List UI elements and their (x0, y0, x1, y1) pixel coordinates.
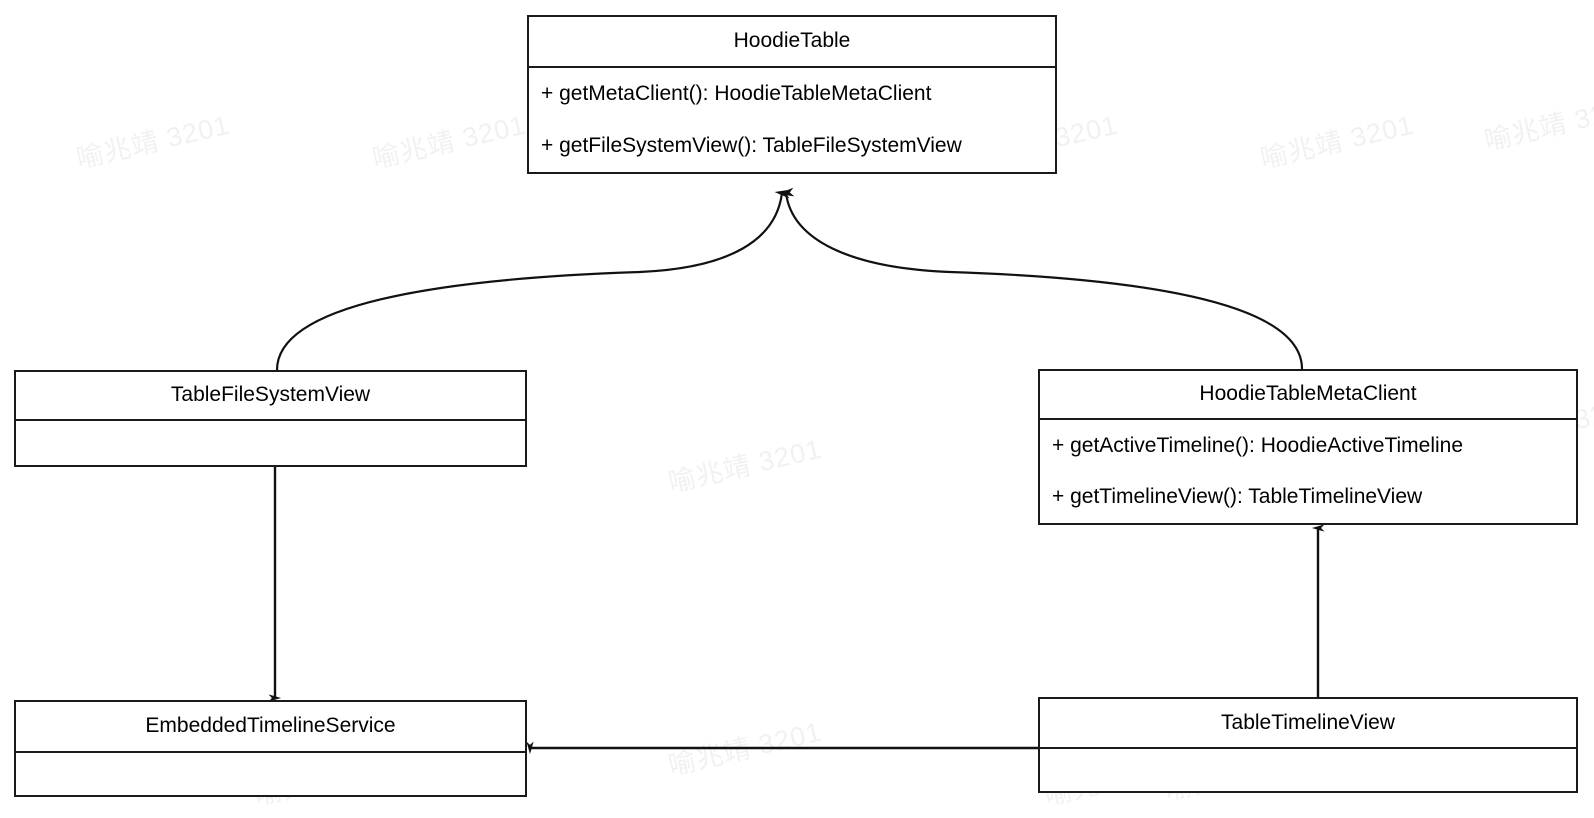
class-box-embeddedtimelineservice[interactable]: EmbeddedTimelineService (14, 700, 527, 797)
class-name-hoodietablemetaclient: HoodieTableMetaClient (1040, 371, 1576, 420)
class-member: + getFileSystemView(): TableFileSystemVi… (541, 133, 962, 157)
watermark-text: 喻兆靖 3201 (1257, 109, 1417, 175)
class-member: + getActiveTimeline(): HoodieActiveTimel… (1052, 433, 1464, 457)
class-box-tabletimelineview[interactable]: TableTimelineView (1038, 697, 1578, 793)
watermark-text: 喻兆靖 3201 (369, 109, 529, 175)
watermark-text: 喻兆靖 3201 (73, 109, 233, 175)
watermark-text: 喻兆靖 3201 (1481, 91, 1594, 157)
class-members-hoodietablemetaclient: + getActiveTimeline(): HoodieActiveTimel… (1040, 420, 1576, 523)
class-name-hoodietable: HoodieTable (529, 17, 1055, 68)
relation-hoodietablemetaclient-hoodietable (778, 187, 1304, 370)
class-name-embeddedtimelineservice: EmbeddedTimelineService (16, 702, 525, 753)
class-name-tabletimelineview: TableTimelineView (1040, 699, 1576, 749)
class-box-tablefilesystemview[interactable]: TableFileSystemView (14, 370, 527, 467)
watermark-text: 喻兆靖 3201 (665, 433, 825, 499)
class-box-hoodietable[interactable]: HoodieTable + getMetaClient(): HoodieTab… (527, 15, 1057, 174)
class-member: + getMetaClient(): HoodieTableMetaClient (541, 81, 932, 105)
watermark-text: 喻兆靖 3201 (665, 716, 825, 782)
class-member: + getTimelineView(): TableTimelineView (1052, 484, 1423, 508)
class-box-hoodietablemetaclient[interactable]: HoodieTableMetaClient + getActiveTimelin… (1038, 369, 1578, 525)
relation-tablefilesystemview-hoodietable (275, 189, 791, 371)
class-members-tabletimelineview (1040, 749, 1576, 791)
class-name-tablefilesystemview: TableFileSystemView (16, 372, 525, 421)
class-members-embeddedtimelineservice (16, 753, 525, 795)
class-members-hoodietable: + getMetaClient(): HoodieTableMetaClient… (529, 68, 1055, 172)
class-members-tablefilesystemview (16, 421, 525, 465)
